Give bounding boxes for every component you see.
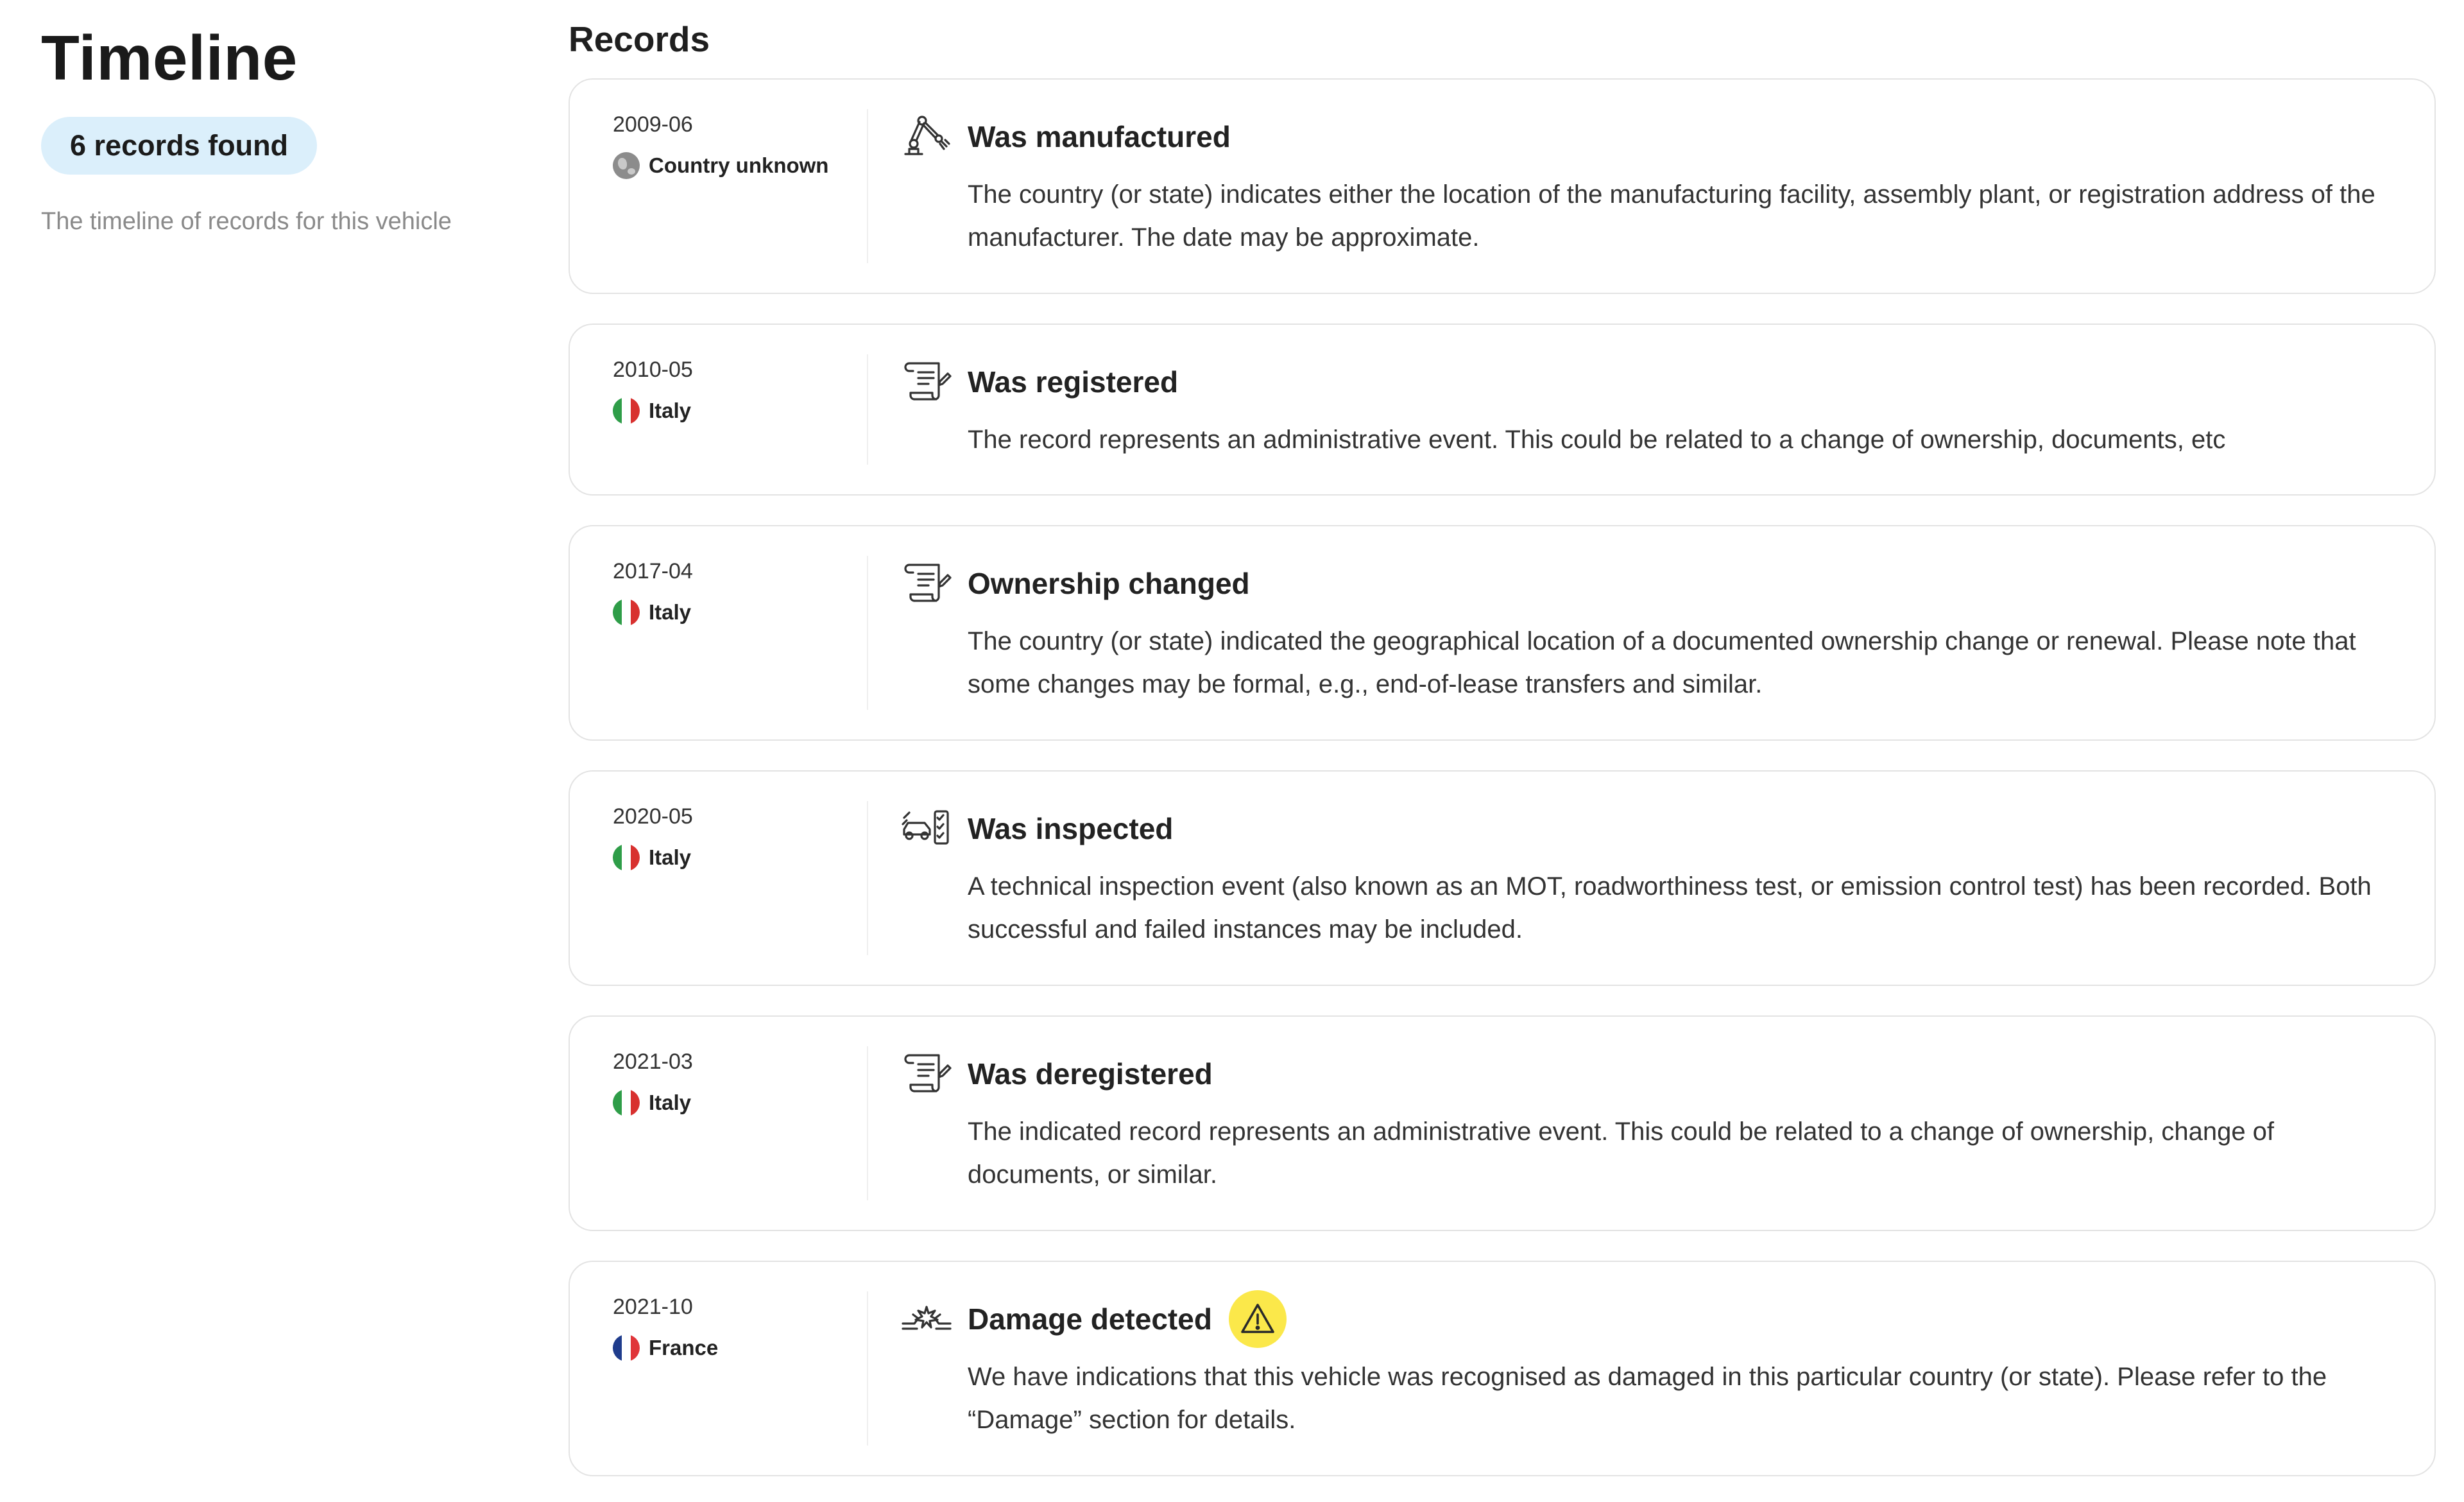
record-card: 2020-05 Italy — [569, 770, 2436, 986]
record-date: 2010-05 — [613, 358, 693, 382]
record-description: A technical inspection event (also known… — [968, 872, 2372, 944]
record-description: The country (or state) indicates either … — [968, 180, 2375, 252]
record-country: Italy — [613, 1089, 868, 1117]
page-subtitle: The timeline of records for this vehicle — [41, 208, 452, 235]
document-scroll-icon — [900, 1050, 953, 1095]
record-head: Was deregistered — [968, 1045, 2396, 1103]
record-meta: 2020-05 Italy — [570, 772, 868, 985]
record-country-label: Country unknown — [649, 153, 829, 177]
record-country: France — [613, 1334, 868, 1362]
record-meta: 2009-06 Country unknown — [570, 80, 868, 293]
record-body: Damage detected We have indications that… — [868, 1262, 2434, 1475]
record-country: Italy — [613, 598, 868, 626]
record-date: 2021-03 — [613, 1049, 693, 1074]
france-flag-icon — [613, 1334, 640, 1361]
record-country-label: Italy — [649, 1091, 692, 1114]
record-head: Ownership changed — [968, 555, 2396, 612]
record-meta: 2021-10 France — [570, 1262, 868, 1475]
record-body: Was registered The record represents an … — [868, 325, 2434, 494]
globe-icon — [613, 152, 640, 179]
record-description: The indicated record represents an admin… — [968, 1118, 2275, 1189]
record-card: 2021-03 Italy — [569, 1015, 2436, 1231]
record-title: Was manufactured — [968, 120, 1231, 153]
record-title: Damage detected — [968, 1302, 1212, 1336]
italy-flag-icon — [613, 1089, 640, 1116]
record-card: 2009-06 Country unknown — [569, 78, 2436, 294]
record-country-label: Italy — [649, 600, 692, 624]
records-count-badge: 6 records found — [41, 117, 318, 175]
record-body: Was manufactured The country (or state) … — [868, 80, 2434, 293]
record-head: Was inspected — [968, 800, 2396, 858]
record-country: Italy — [613, 397, 868, 425]
record-card: 2021-10 France — [569, 1261, 2436, 1476]
record-meta: 2010-05 Italy — [570, 325, 868, 494]
record-title: Was registered — [968, 365, 1179, 399]
page-title: Timeline — [41, 22, 298, 93]
record-date: 2009-06 — [613, 112, 693, 137]
record-head: Was manufactured — [968, 108, 2396, 166]
record-country: Country unknown — [613, 151, 868, 180]
record-description: The country (or state) indicated the geo… — [968, 627, 2356, 698]
record-title: Was inspected — [968, 812, 1174, 845]
record-head: Damage detected — [968, 1290, 2396, 1348]
record-meta: 2021-03 Italy — [570, 1017, 868, 1230]
record-body: Ownership changed The country (or state)… — [868, 526, 2434, 739]
document-scroll-icon — [900, 358, 953, 403]
document-scroll-icon — [900, 560, 953, 605]
section-title: Records — [569, 19, 710, 59]
record-card: 2017-04 Italy — [569, 525, 2436, 741]
record-meta: 2017-04 Italy — [570, 526, 868, 739]
record-title: Ownership changed — [968, 567, 1250, 600]
record-date: 2020-05 — [613, 804, 693, 829]
record-country-label: France — [649, 1336, 719, 1360]
records-section: Records 2009-06 Country unknown — [569, 17, 2436, 1502]
record-description: We have indications that this vehicle wa… — [968, 1363, 2327, 1434]
warning-triangle-icon — [1228, 1290, 1287, 1348]
record-country: Italy — [613, 843, 868, 872]
italy-flag-icon — [613, 397, 640, 424]
record-head: Was registered — [968, 353, 2396, 411]
italy-flag-icon — [613, 844, 640, 871]
record-title: Was deregistered — [968, 1057, 1213, 1091]
sidebar: Timeline 6 records found The timeline of… — [41, 19, 529, 237]
record-country-label: Italy — [649, 845, 692, 869]
italy-flag-icon — [613, 599, 640, 626]
record-card: 2010-05 Italy — [569, 324, 2436, 496]
car-crash-icon — [900, 1295, 953, 1340]
record-description: The record represents an administrative … — [968, 426, 2226, 454]
car-checklist-icon — [900, 805, 953, 850]
record-country-label: Italy — [649, 399, 692, 422]
record-date: 2017-04 — [613, 559, 693, 583]
robot-arm-icon — [900, 113, 953, 158]
record-body: Was inspected A technical inspection eve… — [868, 772, 2434, 985]
record-date: 2021-10 — [613, 1295, 693, 1319]
record-body: Was deregistered The indicated record re… — [868, 1017, 2434, 1230]
